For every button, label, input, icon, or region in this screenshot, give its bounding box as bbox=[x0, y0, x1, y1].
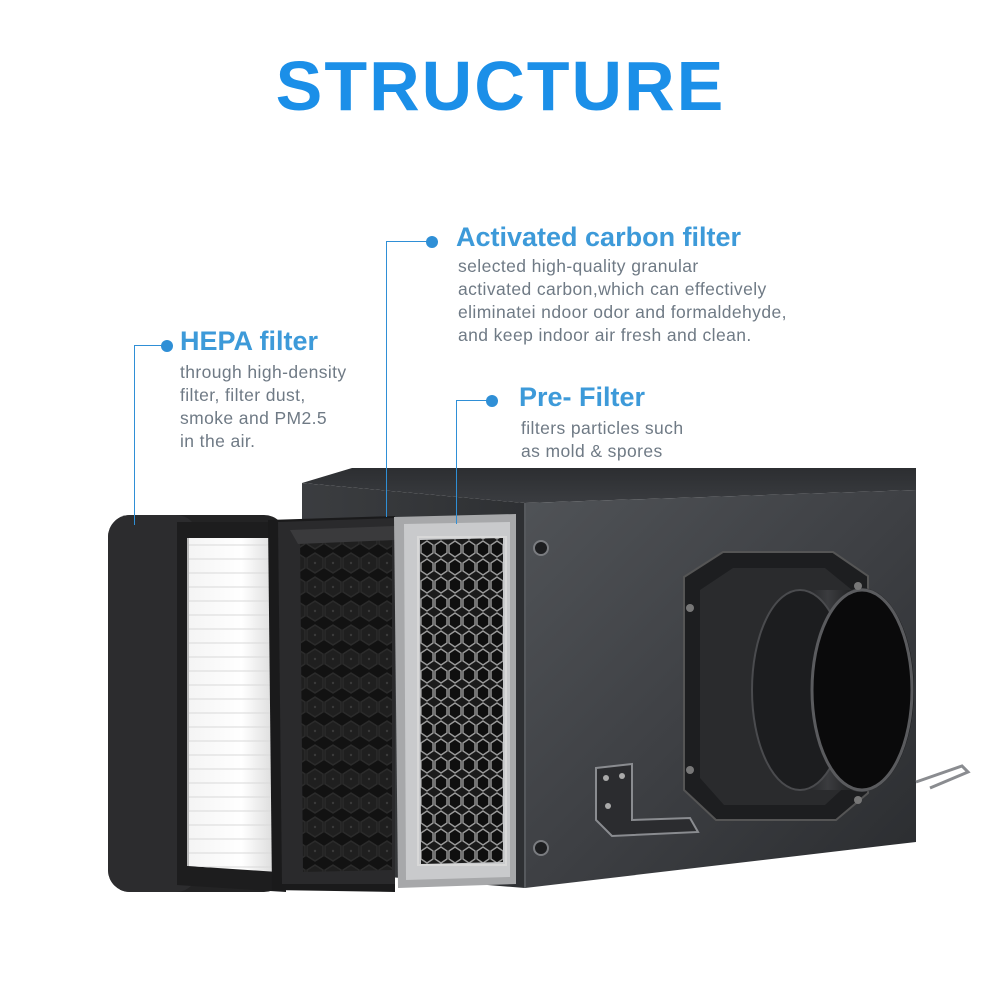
description-line: filter, filter dust, bbox=[180, 385, 306, 405]
hepa-filter bbox=[108, 515, 286, 892]
pre-filter-description: filters particles such as mold & spores bbox=[521, 417, 683, 463]
pre-filter-label: Pre- Filter filters particles such as mo… bbox=[519, 382, 683, 463]
description-line: through high-density bbox=[180, 362, 347, 382]
pre-leader-horizontal bbox=[456, 400, 492, 401]
description-line: activated carbon,which can effectively bbox=[458, 279, 767, 299]
screw bbox=[533, 540, 549, 856]
carbon-filter-label: Activated carbon filter selected high-qu… bbox=[456, 222, 787, 347]
hepa-leader-vertical bbox=[134, 345, 135, 525]
mounting-bracket bbox=[595, 762, 700, 838]
description-line: smoke and PM2.5 bbox=[180, 408, 328, 428]
description-line: eliminatei ndoor odor and formaldehyde, bbox=[458, 302, 787, 322]
description-line: in the air. bbox=[180, 431, 256, 451]
carbon-leader-vertical bbox=[386, 241, 387, 517]
pre-filter-title: Pre- Filter bbox=[519, 382, 646, 412]
carbon-leader-horizontal bbox=[386, 241, 432, 242]
description-line: and keep indoor air fresh and clean. bbox=[458, 325, 752, 345]
carbon-filter bbox=[268, 516, 395, 892]
hepa-bullet-dot bbox=[161, 340, 173, 352]
hepa-filter-label: HEPA filter through high-density filter,… bbox=[180, 326, 347, 453]
description-line: selected high-quality granular bbox=[458, 256, 699, 276]
housing-top bbox=[302, 468, 916, 503]
pre-bullet-dot bbox=[486, 395, 498, 407]
carbon-bullet-dot bbox=[426, 236, 438, 248]
carbon-filter-title: Activated carbon filter bbox=[456, 222, 742, 252]
description-line: as mold & spores bbox=[521, 441, 663, 461]
pre-leader-vertical bbox=[456, 400, 457, 524]
hepa-leader-horizontal bbox=[134, 345, 166, 346]
hepa-filter-description: through high-density filter, filter dust… bbox=[180, 361, 347, 453]
carbon-filter-description: selected high-quality granular activated… bbox=[458, 255, 787, 347]
pre-filter bbox=[394, 514, 516, 888]
description-line: filters particles such bbox=[521, 418, 684, 438]
page-title: STRUCTURE bbox=[275, 47, 726, 125]
hepa-filter-title: HEPA filter bbox=[180, 326, 319, 356]
